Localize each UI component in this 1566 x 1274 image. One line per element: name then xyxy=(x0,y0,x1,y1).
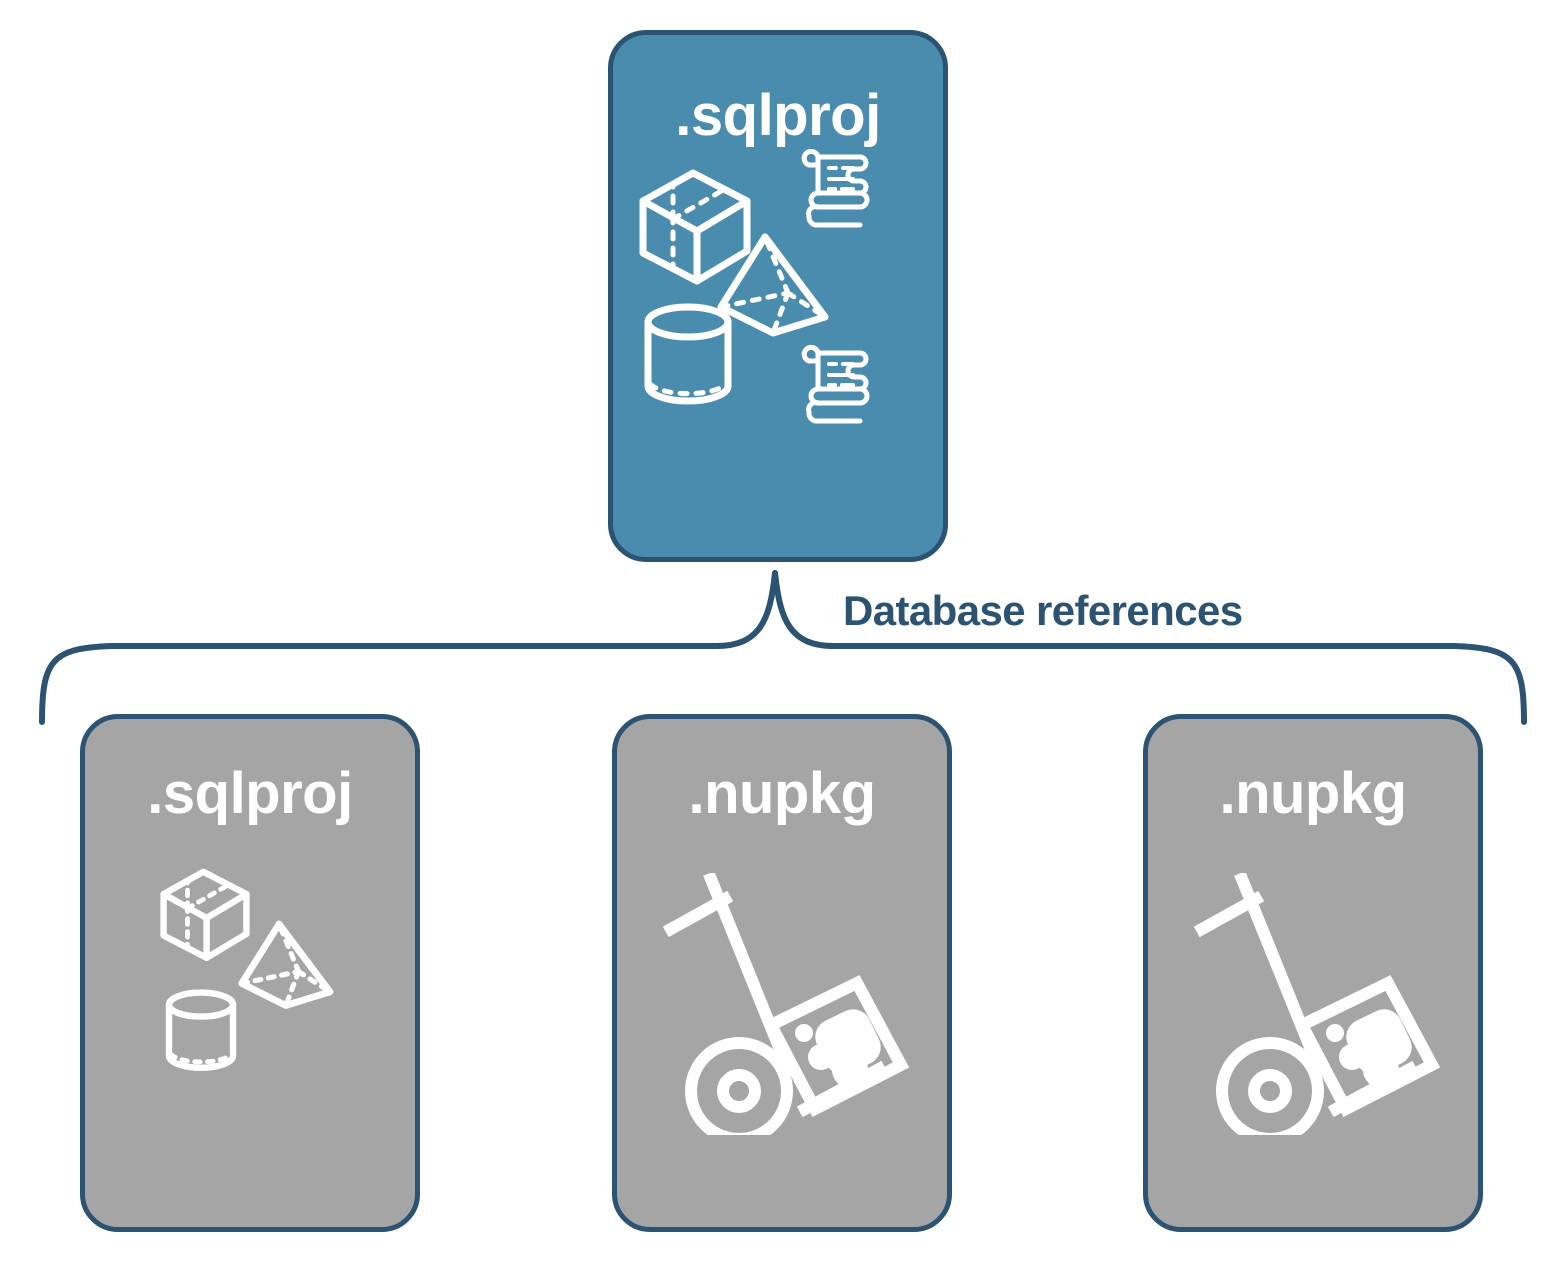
pyramid-icon xyxy=(238,920,334,1009)
node-child-nupkg-1-icon-area xyxy=(617,823,947,1227)
cylinder-icon xyxy=(644,303,732,405)
scroll-icon xyxy=(801,345,870,424)
node-child-nupkg-2-icon-area xyxy=(1148,823,1478,1227)
node-child-nupkg-2[interactable]: .nupkg xyxy=(1143,714,1483,1232)
node-child-nupkg-1[interactable]: .nupkg xyxy=(612,714,952,1232)
node-child-sqlproj-icon-area xyxy=(85,823,415,1227)
pyramid-icon xyxy=(717,233,829,337)
cube-icon xyxy=(639,169,751,285)
node-root-sqlproj[interactable]: .sqlproj xyxy=(608,30,948,562)
node-root-icon-area xyxy=(613,145,943,557)
cube-icon xyxy=(160,868,250,961)
hand-truck-package-icon xyxy=(1193,873,1441,1135)
node-child-sqlproj-label: .sqlproj xyxy=(147,761,353,826)
brace-label: Database references xyxy=(843,587,1243,634)
scroll-icon xyxy=(801,149,870,228)
cylinder-icon xyxy=(165,989,237,1071)
node-root-label: .sqlproj xyxy=(675,83,881,148)
node-child-nupkg-2-label: .nupkg xyxy=(1219,761,1407,826)
node-child-nupkg-1-label: .nupkg xyxy=(688,761,876,826)
hand-truck-package-icon xyxy=(662,873,910,1135)
node-child-sqlproj[interactable]: .sqlproj xyxy=(80,714,420,1232)
